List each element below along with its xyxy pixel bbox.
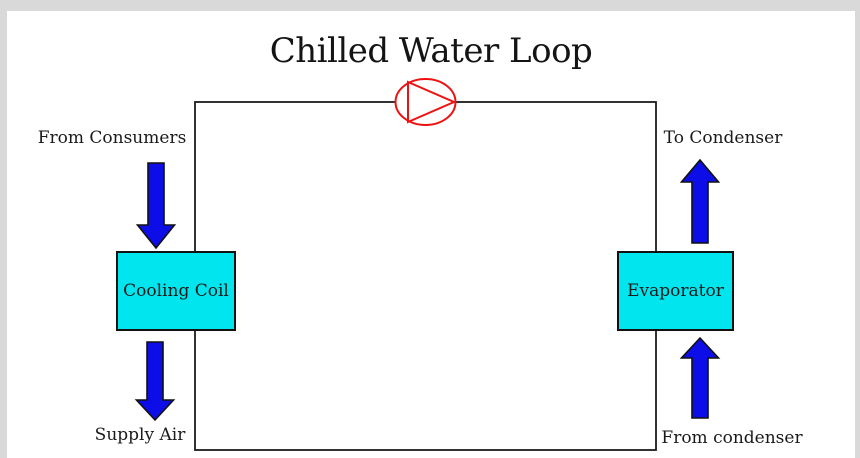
diagram-title: Chilled Water Loop xyxy=(269,31,593,71)
arrow-down-from-consumers xyxy=(135,162,177,250)
chilled-water-loop-diagram xyxy=(134,78,721,451)
cooling-coil-box: Cooling Coil xyxy=(116,251,236,331)
evaporator-box: Evaporator xyxy=(617,251,734,331)
label-from-condenser: From condenser xyxy=(661,428,803,448)
pump-icon xyxy=(394,78,457,126)
arrow-up-from-condenser xyxy=(679,336,721,419)
arrow-down-supply-air xyxy=(134,341,176,422)
evaporator-label: Evaporator xyxy=(627,281,724,301)
label-to-condenser: To Condenser xyxy=(663,128,783,148)
diagram-canvas: Chilled Water Loop From Consumers To Con… xyxy=(7,11,855,458)
label-supply-air: Supply Air xyxy=(94,425,186,445)
pipe-loop xyxy=(194,101,657,451)
cooling-coil-label: Cooling Coil xyxy=(123,281,229,301)
arrow-up-to-condenser xyxy=(679,158,721,244)
label-from-consumers: From Consumers xyxy=(37,128,187,148)
